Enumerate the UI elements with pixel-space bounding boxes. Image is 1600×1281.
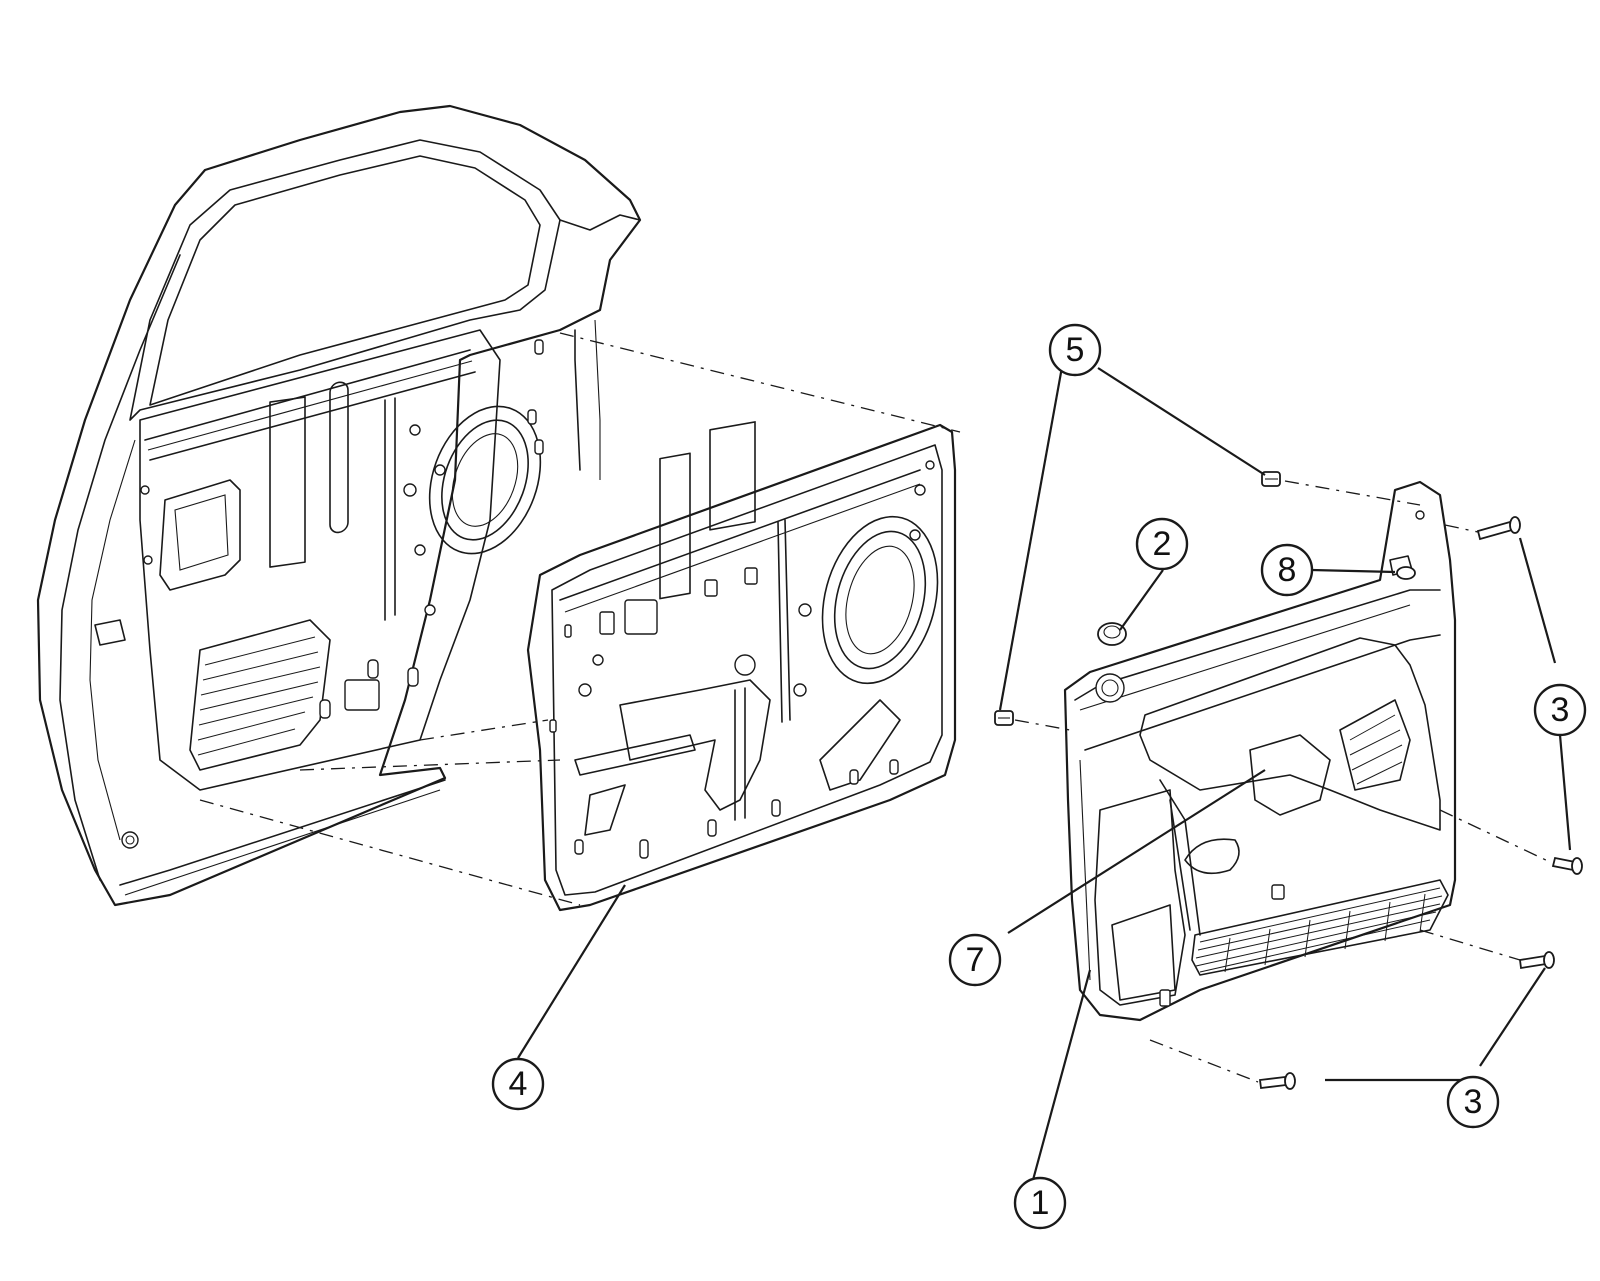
callout-5: 5	[1048, 323, 1102, 377]
callout-3-bottom: 3	[1446, 1075, 1500, 1129]
callout-4-label: 4	[509, 1065, 528, 1103]
part-4-inner-panel	[526, 421, 957, 912]
callout-2-label: 2	[1153, 525, 1172, 563]
callout-1: 1	[1013, 1176, 1067, 1230]
assembly-lines	[199, 332, 1551, 1083]
callout-1-label: 1	[1031, 1184, 1050, 1222]
callout-3-right-label: 3	[1551, 691, 1570, 729]
callout-5-label: 5	[1066, 331, 1085, 369]
part-1-door-trim-panel	[1063, 480, 1457, 1022]
callout-2: 2	[1135, 517, 1189, 571]
part-3-screw-bottom	[1258, 1072, 1296, 1090]
callout-7-label: 7	[966, 941, 985, 979]
callout-4: 4	[491, 1057, 545, 1111]
fasteners	[994, 471, 1583, 1090]
callout-8: 8	[1260, 543, 1314, 597]
part-5-clip-upper	[1261, 471, 1281, 487]
callout-3-right: 3	[1533, 683, 1587, 737]
leader-lines	[517, 366, 1572, 1181]
part-8-retainer	[1396, 566, 1416, 580]
callout-7: 7	[948, 933, 1002, 987]
door-shell	[36, 104, 642, 907]
part-3-screw-lower-right	[1518, 951, 1555, 970]
part-3-screw-mid	[1551, 856, 1583, 875]
part-3-screw-upper	[1476, 516, 1521, 541]
part-5-clip-lower	[994, 710, 1014, 726]
callout-3-bottom-label: 3	[1464, 1083, 1483, 1121]
callout-8-label: 8	[1278, 551, 1297, 589]
part-2-plug	[1097, 622, 1127, 646]
